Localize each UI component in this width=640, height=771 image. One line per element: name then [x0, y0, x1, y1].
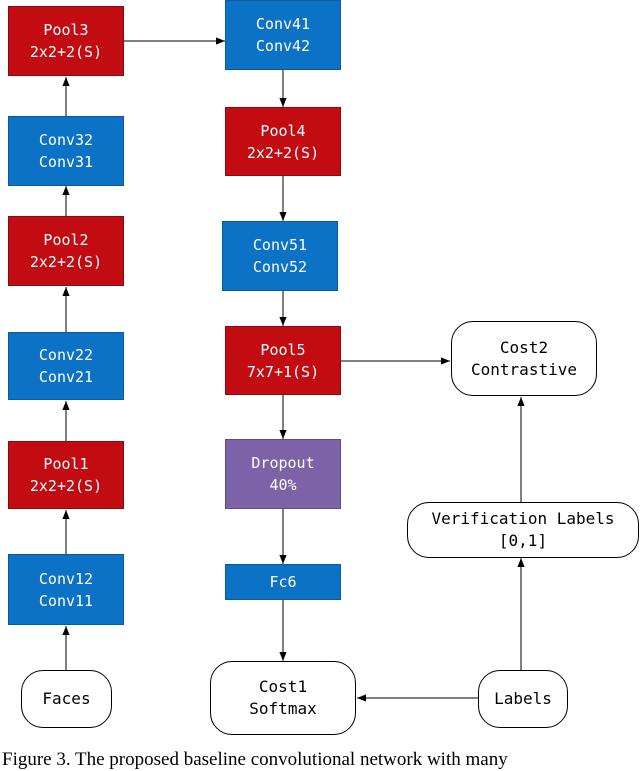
labels-title: Labels — [494, 689, 552, 708]
pool2-title: Pool2 — [43, 231, 89, 249]
conv51-node: Conv51 Conv52 — [222, 221, 338, 291]
pool5-node: Pool5 7x7+1(S) — [225, 326, 341, 395]
conv12-node: Conv12 Conv11 — [8, 554, 124, 625]
dropout-node: Dropout 40% — [225, 439, 341, 509]
cost1-type: Softmax — [249, 699, 317, 718]
dropout-title: Dropout — [251, 454, 315, 472]
pool3-node: Pool3 2x2+2(S) — [8, 6, 124, 76]
cost2-node: Cost2 Contrastive — [451, 321, 597, 396]
pool5-params: 7x7+1(S) — [246, 362, 320, 381]
cost1-node: Cost1 Softmax — [210, 661, 356, 735]
dropout-rate: 40% — [269, 476, 297, 494]
pool3-title: Pool3 — [43, 21, 89, 39]
pool4-node: Pool4 2x2+2(S) — [225, 107, 341, 176]
cost2-title: Cost2 — [499, 337, 549, 357]
conv22-node: Conv22 Conv21 — [8, 332, 124, 400]
pool2-node: Pool2 2x2+2(S) — [8, 216, 124, 286]
conv22-title: Conv22 — [38, 346, 94, 364]
conv32-node: Conv32 Conv31 — [8, 116, 124, 186]
verification-labels-range: [0,1] — [498, 531, 548, 550]
labels-node: Labels — [478, 670, 568, 728]
pool1-node: Pool1 2x2+2(S) — [8, 441, 124, 509]
cost2-type: Contrastive — [471, 359, 577, 379]
pool5-title: Pool5 — [260, 340, 306, 359]
pool4-params: 2x2+2(S) — [246, 143, 320, 162]
conv41-node: Conv41 Conv42 — [225, 0, 341, 70]
conv51-title: Conv51 — [252, 236, 308, 254]
pool1-params: 2x2+2(S) — [29, 477, 103, 495]
pool4-title: Pool4 — [260, 121, 306, 140]
fc6-title: Fc6 — [269, 573, 297, 591]
faces-node: Faces — [21, 670, 112, 728]
fc6-node: Fc6 — [225, 564, 341, 600]
pool1-title: Pool1 — [43, 455, 89, 473]
conv52-title: Conv52 — [252, 258, 308, 276]
verification-labels-title: Verification Labels — [431, 509, 615, 528]
conv41-title: Conv41 — [255, 15, 311, 33]
figure-caption: Figure 3. The proposed baseline convolut… — [2, 749, 508, 770]
faces-title: Faces — [42, 689, 91, 708]
pool3-params: 2x2+2(S) — [29, 43, 103, 61]
conv21-title: Conv21 — [38, 368, 94, 386]
conv12-title: Conv12 — [38, 569, 94, 588]
pool2-params: 2x2+2(S) — [29, 253, 103, 271]
conv32-title: Conv32 — [38, 131, 94, 149]
conv11-title: Conv11 — [38, 591, 94, 610]
conv42-title: Conv42 — [255, 37, 311, 55]
conv31-title: Conv31 — [38, 153, 94, 171]
cost1-title: Cost1 — [258, 677, 308, 696]
verification-labels-node: Verification Labels [0,1] — [407, 502, 639, 558]
